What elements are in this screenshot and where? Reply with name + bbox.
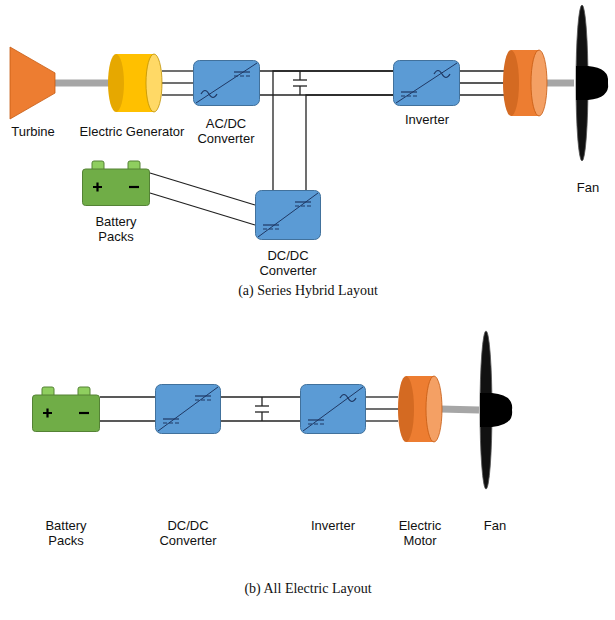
inv-component: Inverter [393,60,460,106]
component-label: DC/DC Converter [148,518,228,548]
acdc-component: AC/DC Converter [193,60,260,106]
inv-icon [393,60,460,106]
component-label: Battery Packs [85,214,147,244]
battery-icon [82,160,150,206]
power-wires [273,71,393,190]
motor-icon [398,376,442,442]
acdc-icon [193,60,260,106]
battery-icon [32,386,100,432]
component-label: AC/DC Converter [186,116,266,146]
power-wires [260,71,393,95]
capacitor-symbol [293,71,307,95]
generator-icon [108,54,162,112]
generator-component: Electric Generator [108,54,162,112]
dcdc-icon [155,384,221,434]
subfigure-caption: (b) All Electric Layout [244,581,371,597]
component-label: Turbine [0,124,68,139]
motor-component: Electric Motor [398,376,442,442]
power-wires [162,71,193,95]
inv-component: Inverter [300,384,366,434]
power-wires [150,173,255,225]
dcdc-component: DC/DC Converter [255,190,321,240]
dcdc-component: DC/DC Converter [155,384,221,434]
ac-wires [460,71,505,95]
component-label: Fan [475,518,515,533]
inv-icon [300,384,366,434]
fan-component: Fan [478,330,512,490]
battery-component: Battery Packs [82,160,150,206]
shaft [53,83,109,84]
power-wires [221,397,300,421]
fan-component: Fan [574,4,608,162]
turbine-icon [10,47,55,119]
turbine-component: Turbine [10,47,55,119]
electric-motor [503,50,547,116]
fan-icon [574,4,608,162]
component-label: Inverter [298,518,368,533]
component-label: Battery Packs [35,518,97,548]
component-label: Inverter [392,112,462,127]
component-label: Electric Motor [389,518,451,548]
component-label: Electric Generator [67,124,197,139]
capacitor-symbol [255,397,269,421]
power-wires [366,397,398,421]
component-label: DC/DC Converter [248,248,328,278]
fan-icon [478,330,512,490]
shaft [440,409,479,410]
power-wires [100,397,155,421]
component-label: Fan [568,180,608,195]
battery-component: Battery Packs [32,386,100,432]
dcdc-icon [255,190,321,240]
subfigure-caption: (a) Series Hybrid Layout [238,283,378,299]
shaft [545,80,574,87]
